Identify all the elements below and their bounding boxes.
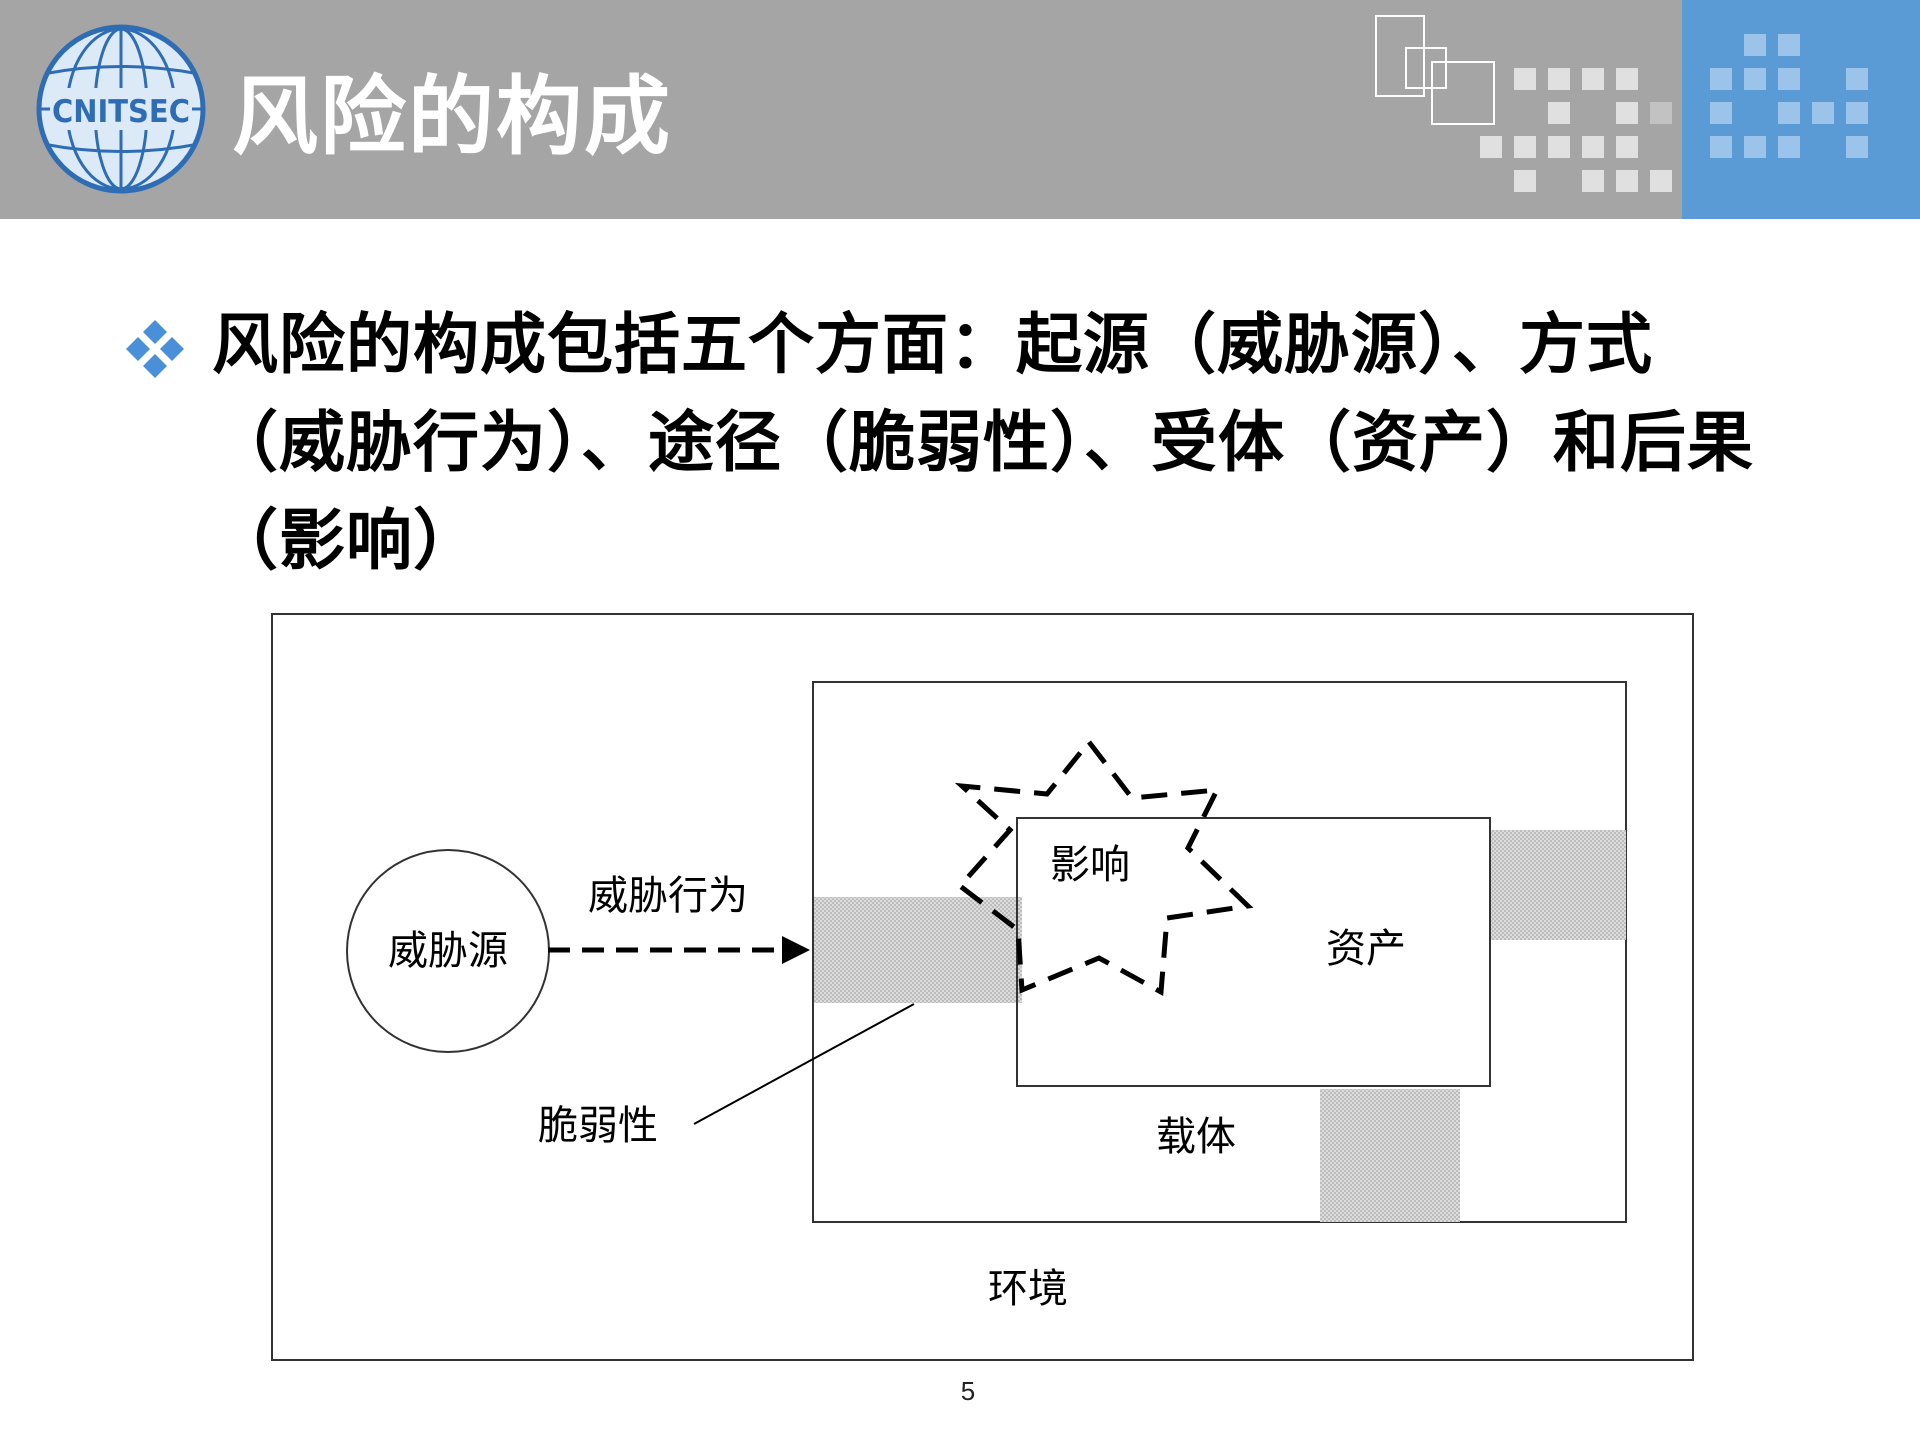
bullet-text: 风险的构成包括五个方面：起源（威胁源）、方式（威胁行为）、途径（脆弱性）、受体（… [212,306,1754,579]
vulnerability-label: 脆弱性 [538,1103,658,1149]
logo-text: CNITSEC [52,94,190,130]
impact-label: 影响 [1050,842,1130,888]
page-number: 5 [960,1376,976,1406]
threat-action-label: 威胁行为 [588,873,748,919]
arrow-head-icon [782,936,810,964]
impact-star [954,737,1254,997]
vulnerability-block-left [814,897,1022,1003]
vulnerability-block-right [1490,830,1626,940]
risk-composition-diagram: 威胁源 威胁行为 脆弱性 影响 资产 载体 环境 [271,613,1694,1361]
threat-source-label: 威胁源 [388,928,508,974]
vulnerability-pointer-line [693,1003,915,1125]
globe-spiderweb-logo: CNITSEC [36,24,206,194]
diamond-cluster-bullet-icon [126,320,184,378]
environment-label: 环境 [988,1266,1068,1312]
header-decoration [1375,15,1868,192]
asset-label: 资产 [1326,926,1406,972]
page-title: 风险的构成 [232,67,672,167]
carrier-label: 载体 [1156,1114,1236,1160]
vulnerability-block-bottom [1320,1089,1460,1222]
